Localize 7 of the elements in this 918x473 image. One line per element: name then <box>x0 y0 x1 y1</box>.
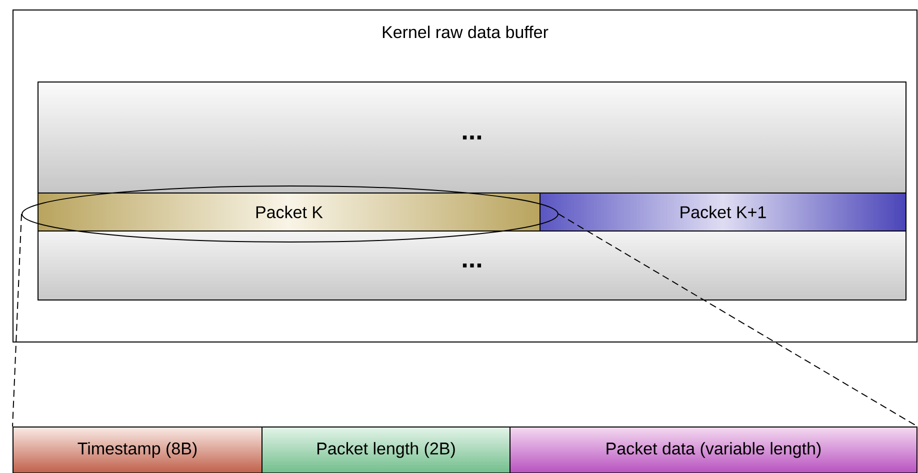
highlight-ellipse <box>22 185 558 242</box>
field-box: Packet length (2B) <box>262 426 510 473</box>
field-box: Packet data (variable length) <box>510 426 918 473</box>
leader-line <box>558 214 918 427</box>
field-box: Timestamp (8B) <box>12 426 262 473</box>
packet-box: Packet K+1 <box>540 192 906 232</box>
packet-box: Packet K <box>38 192 540 232</box>
